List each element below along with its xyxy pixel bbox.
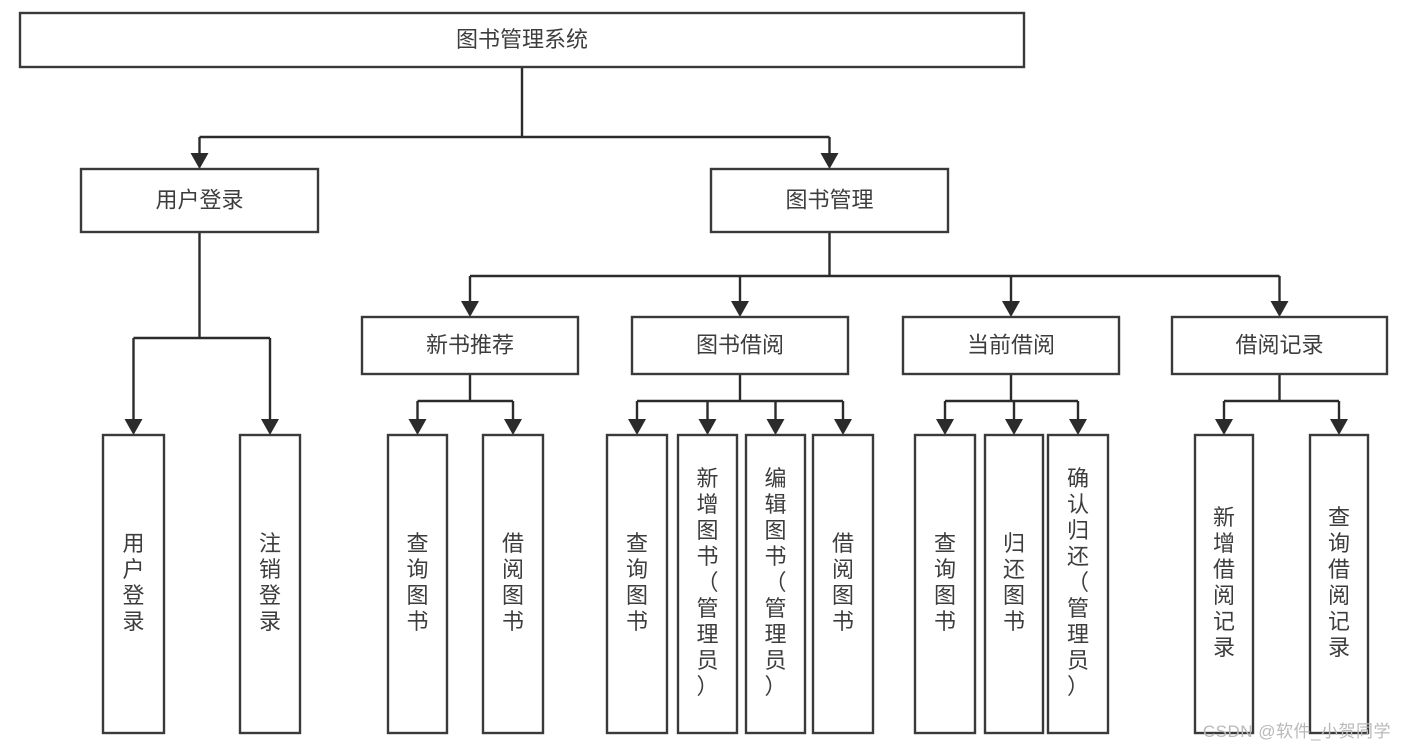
node-label: 借阅图书 xyxy=(502,531,524,634)
node-label: 图书管理 xyxy=(785,187,873,212)
node-root[interactable]: 图书管理系统 xyxy=(18,11,1026,69)
node-book-borrow[interactable]: 图书借阅 xyxy=(630,315,850,376)
node-label: 归还图书 xyxy=(1003,531,1025,634)
node-leaf-query-book-2[interactable]: 查询图书 xyxy=(605,433,669,735)
node-label: 查询借阅记录 xyxy=(1328,505,1350,660)
node-borrow-record[interactable]: 借阅记录 xyxy=(1170,315,1389,376)
node-label: 新增图书（管理员） xyxy=(696,466,718,699)
node-label: 借阅图书 xyxy=(832,531,854,634)
node-leaf-add-record[interactable]: 新增借阅记录 xyxy=(1193,433,1255,735)
node-label: 用户登录 xyxy=(122,531,144,634)
node-label: 新书推荐 xyxy=(426,332,514,357)
node-label: 查询图书 xyxy=(406,531,428,634)
node-leaf-add-book[interactable]: 新增图书（管理员） xyxy=(676,433,739,735)
node-leaf-query-book-1[interactable]: 查询图书 xyxy=(386,433,449,735)
edge-group-new-book-rec xyxy=(408,374,522,435)
node-new-book-rec[interactable]: 新书推荐 xyxy=(360,315,580,376)
node-label: 用户登录 xyxy=(155,187,243,212)
node-label: 借阅记录 xyxy=(1235,332,1323,357)
node-label: 查询图书 xyxy=(934,531,956,634)
node-label: 查询图书 xyxy=(626,531,648,634)
node-leaf-borrow-book-1[interactable]: 借阅图书 xyxy=(481,433,545,735)
node-leaf-return-book[interactable]: 归还图书 xyxy=(983,433,1045,735)
node-label: 当前借阅 xyxy=(967,332,1055,357)
edge-group-book-manage xyxy=(461,232,1289,317)
edge-group-root xyxy=(190,67,839,169)
edge-group-user-login xyxy=(124,232,279,435)
edge-group-current-borrow xyxy=(936,374,1087,435)
node-leaf-logout[interactable]: 注销登录 xyxy=(238,433,302,735)
node-leaf-query-record[interactable]: 查询借阅记录 xyxy=(1308,433,1370,735)
edge-group-book-borrow xyxy=(628,374,852,435)
node-leaf-edit-book[interactable]: 编辑图书（管理员） xyxy=(744,433,807,735)
connector-layer xyxy=(124,67,1348,435)
node-current-borrow[interactable]: 当前借阅 xyxy=(901,315,1121,376)
node-label: 图书管理系统 xyxy=(456,27,588,52)
node-label: 注销登录 xyxy=(259,531,281,634)
node-leaf-borrow-book-2[interactable]: 借阅图书 xyxy=(811,433,875,735)
node-label: 新增借阅记录 xyxy=(1213,505,1235,660)
node-leaf-query-book-3[interactable]: 查询图书 xyxy=(913,433,977,735)
node-label: 图书借阅 xyxy=(696,332,784,357)
node-label: 确认归还（管理员） xyxy=(1067,466,1089,699)
node-book-manage[interactable]: 图书管理 xyxy=(709,167,950,234)
node-leaf-confirm-return[interactable]: 确认归还（管理员） xyxy=(1046,433,1110,735)
node-user-login[interactable]: 用户登录 xyxy=(79,167,320,234)
node-label: 编辑图书（管理员） xyxy=(764,466,786,699)
edge-group-borrow-record xyxy=(1215,374,1348,435)
node-leaf-user-login[interactable]: 用户登录 xyxy=(101,433,166,735)
